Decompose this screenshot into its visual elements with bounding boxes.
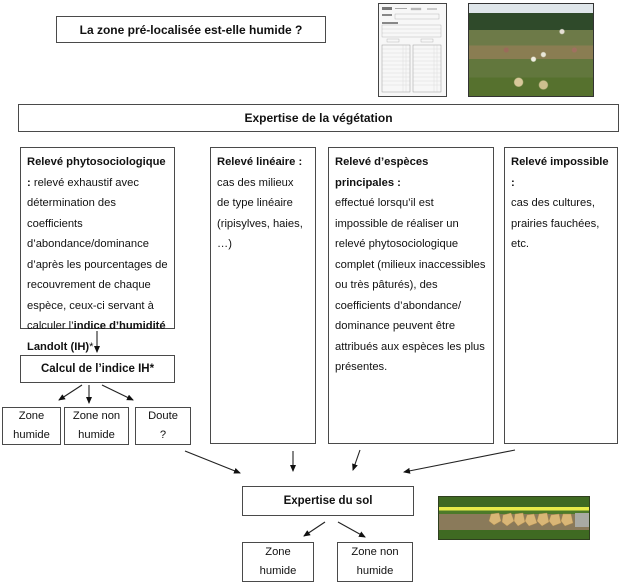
result-line2: ?	[159, 429, 167, 441]
method-title: Relevé impossible :	[511, 156, 609, 189]
question-text: La zone pré-localisée est-elle humide ?	[79, 22, 303, 37]
soil-expertise-title: Expertise du sol	[283, 495, 373, 507]
arrow-ih-to-wet	[58, 384, 83, 401]
method-title: Relevé d’espèces principales :	[335, 156, 429, 189]
method-title: Relevé linéaire :	[217, 156, 303, 168]
arrow-soil-to-not-wet	[337, 521, 366, 538]
result-line1: Zone non	[351, 546, 399, 558]
result-line1: Doute	[148, 410, 178, 422]
result-line1: Zone non	[72, 410, 121, 422]
arrow-doubt-to-soil	[184, 450, 241, 474]
method-main-species: Relevé d’espèces principales : effectué …	[328, 147, 494, 444]
method-phytosociological: Relevé phytosociologique : relevé exhaus…	[20, 147, 175, 353]
arrow-soil-to-wet	[303, 521, 326, 537]
ih-result-wet: Zone humide	[2, 407, 61, 445]
method-text: cas des milieux de type linéaire (ripisy…	[217, 176, 303, 251]
ih-result-doubt: Doute?	[135, 407, 191, 445]
question-box: La zone pré-localisée est-elle humide ?	[56, 16, 326, 43]
form-icon	[381, 7, 442, 93]
method-bold-tail: indice d’humidité Landolt (IH)	[27, 320, 166, 353]
ih-calculation-label: Calcul de l’indice IH*	[40, 363, 155, 375]
method-impossible: Relevé impossible : cas des cultures, pr…	[504, 147, 618, 444]
soil-expertise-box: Expertise du sol	[242, 486, 414, 516]
method-text: relevé exhaustif avec détermination des …	[27, 176, 168, 333]
method-suffix: *	[89, 340, 94, 353]
ih-calculation-box: Calcul de l’indice IH*	[20, 355, 175, 383]
soil-sample-icon	[488, 512, 589, 527]
result-line1: Zone	[265, 546, 291, 558]
arrow-ih-to-doubt	[101, 384, 134, 401]
arrow-main-species-to-soil	[352, 449, 361, 471]
soil-result-wet: Zone humide	[242, 542, 314, 582]
result-line2: humide	[259, 565, 297, 577]
field-survey-form-image	[378, 3, 447, 97]
result-line2: humide	[78, 429, 115, 441]
wet-meadow-photo	[468, 3, 594, 97]
result-line1: Zone	[18, 410, 45, 422]
method-title: Relevé phytosociologique :	[27, 156, 166, 189]
result-line2: humide	[13, 429, 50, 441]
soil-result-not-wet: Zone non humide	[337, 542, 413, 582]
ih-result-not-wet: Zone non humide	[64, 407, 129, 445]
vegetation-expertise-box: Expertise de la végétation	[18, 104, 619, 132]
method-text: cas des cultures, prairies fauchées, etc…	[511, 197, 600, 250]
vegetation-expertise-title: Expertise de la végétation	[244, 111, 393, 125]
method-linear: Relevé linéaire : cas des milieux de typ…	[210, 147, 316, 444]
method-text: effectué lorsqu’il est impossible de réa…	[335, 197, 486, 373]
soil-core-photo	[438, 496, 590, 540]
arrow-impossible-to-soil	[403, 449, 516, 474]
result-line2: humide	[356, 565, 394, 577]
